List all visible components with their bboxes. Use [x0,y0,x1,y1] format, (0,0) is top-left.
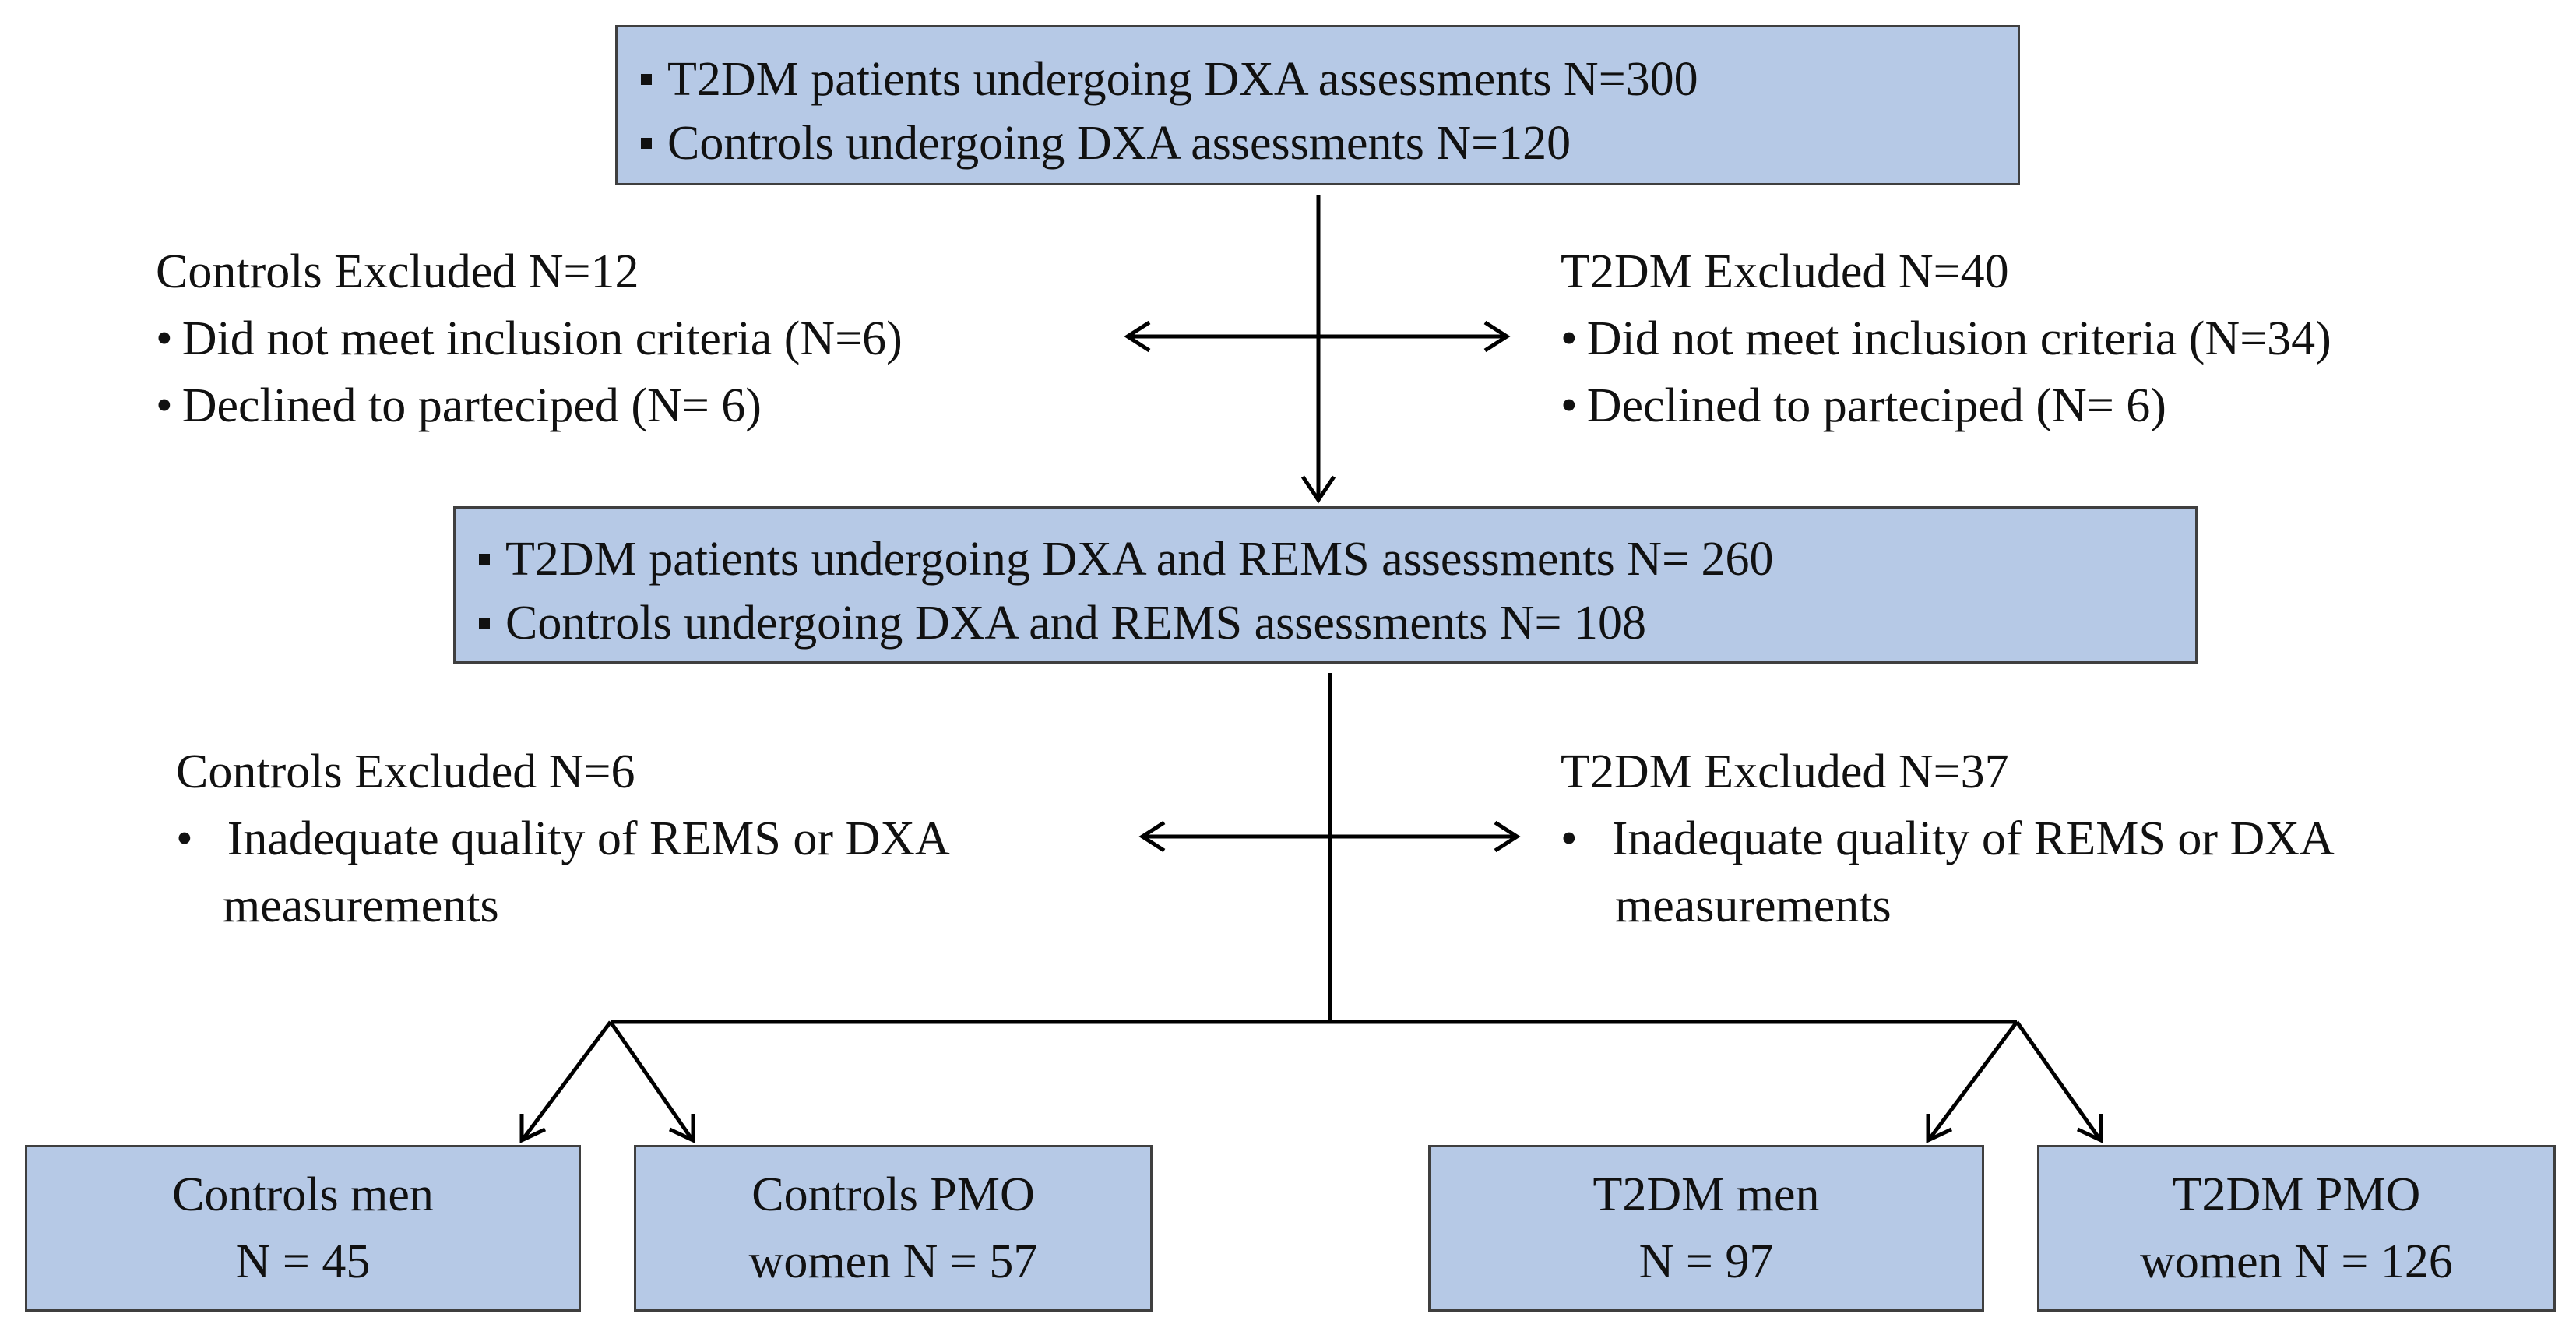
t2dm-exclusion-2-item-cont: measurements [1615,879,1892,932]
t2dm-pmo-label: T2DM PMO [2172,1168,2421,1221]
controls-men-box: Controls men N = 45 [25,1145,581,1312]
controls-exclusion-1-item: •Declined to parteciped (N= 6) [156,372,903,439]
t2dm-exclusion-1-title: T2DM Excluded N=40 [1561,245,2009,298]
controls-exclusion-2-title: Controls Excluded N=6 [176,745,635,798]
arrow-to-t2dm-men [1927,1020,2019,1140]
bullet-icon: • [156,312,173,365]
arrowhead-exclusion1-left [1124,320,1151,353]
controls-exclusion-2-item-cont: measurements [223,879,499,932]
bullet-icon: • [1561,812,1578,865]
controls-pmo-label: Controls PMO [751,1168,1035,1221]
arrowhead-t2dm-men [1926,1114,1953,1143]
controls-exclusion-1-item: •Did not meet inclusion criteria (N=6) [156,305,903,372]
t2dm-exclusion-2: T2DM Excluded N=37 •Inadequate quality o… [1561,738,2335,939]
t2dm-men-count: N = 97 [1638,1235,1774,1288]
t2dm-exclusion-1: T2DM Excluded N=40 •Did not meet inclusi… [1561,238,2331,439]
t2dm-exclusion-1-item: •Did not meet inclusion criteria (N=34) [1561,305,2331,372]
square-bullet-icon [479,617,490,629]
controls-men-count: N = 45 [235,1235,371,1288]
arrowhead-top-to-mid [1300,475,1336,504]
initial-cohort-box: T2DM patients undergoing DXA assessments… [615,25,2020,185]
t2dm-men-box: T2DM men N = 97 [1428,1145,1984,1312]
arrowhead-exclusion2-right [1494,820,1521,853]
controls-exclusion-1-title: Controls Excluded N=12 [156,245,639,298]
t2dm-men-label: T2DM men [1592,1168,1820,1221]
arrowhead-controls-men [519,1114,547,1143]
arrow-to-controls-men [521,1020,613,1140]
arrow-to-t2dm-pmo [2015,1020,2102,1140]
rems-controls-line: Controls undergoing DXA and REMS assessm… [479,591,2195,655]
controls-exclusion-2-item: •Inadequate quality of REMS or DXA [176,805,950,872]
arrowhead-exclusion2-left [1138,820,1166,853]
initial-t2dm-line: T2DM patients undergoing DXA assessments… [641,48,2018,111]
arrowhead-t2dm-pmo [2076,1114,2103,1143]
controls-exclusion-2: Controls Excluded N=6 •Inadequate qualit… [176,738,950,939]
t2dm-exclusion-2-item: •Inadequate quality of REMS or DXA [1561,805,2335,872]
bullet-icon: • [156,379,173,432]
bullet-icon: • [1561,379,1578,432]
bullet-icon: • [176,812,193,865]
t2dm-pmo-count: women N = 126 [2140,1235,2453,1288]
controls-men-label: Controls men [172,1168,434,1221]
square-bullet-icon [641,73,652,85]
controls-pmo-count: women N = 57 [748,1235,1038,1288]
rems-cohort-box: T2DM patients undergoing DXA and REMS as… [453,506,2198,664]
arrowhead-exclusion1-right [1483,320,1511,353]
arrow-to-controls-pmo [608,1020,694,1140]
square-bullet-icon [479,553,490,565]
t2dm-exclusion-2-title: T2DM Excluded N=37 [1561,745,2009,798]
square-bullet-icon [641,137,652,149]
bullet-icon: • [1561,312,1578,365]
t2dm-pmo-box: T2DM PMO women N = 126 [2037,1145,2556,1312]
rems-t2dm-line: T2DM patients undergoing DXA and REMS as… [479,527,2195,591]
initial-controls-line: Controls undergoing DXA assessments N=12… [641,111,2018,175]
controls-pmo-box: Controls PMO women N = 57 [634,1145,1153,1312]
t2dm-exclusion-1-item: •Declined to parteciped (N= 6) [1561,372,2331,439]
controls-exclusion-1: Controls Excluded N=12 •Did not meet inc… [156,238,903,439]
arrowhead-controls-pmo [668,1114,695,1143]
